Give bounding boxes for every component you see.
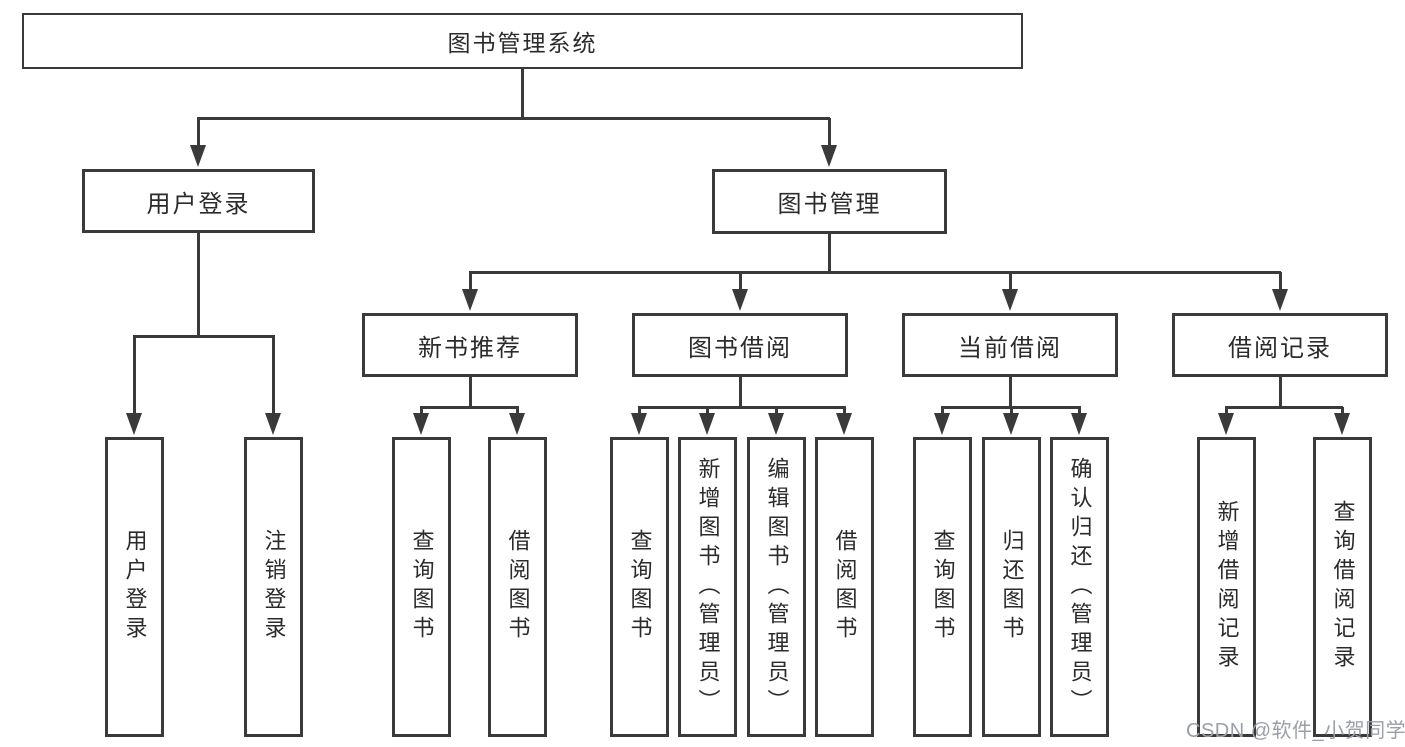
leaf-borrow-add-books-admin: 新增图书（管理员） bbox=[678, 437, 737, 737]
arrow-down-icon bbox=[126, 413, 142, 435]
node-book-borrow: 图书借阅 bbox=[632, 313, 848, 377]
arrow-down-icon bbox=[462, 289, 478, 311]
leaf-records-query-record: 查询借阅记录 bbox=[1313, 437, 1372, 737]
node-current-borrow: 当前借阅 bbox=[902, 313, 1118, 377]
leaf-logout: 注销登录 bbox=[244, 437, 303, 737]
connector-drop-module bbox=[469, 272, 472, 291]
connector-drop-book-management bbox=[828, 118, 831, 147]
connector-drop-leaf bbox=[420, 407, 423, 415]
arrow-down-icon bbox=[1002, 289, 1018, 311]
arrow-down-icon bbox=[1071, 413, 1087, 435]
leaf-borrow-edit-books-admin: 编辑图书（管理员） bbox=[747, 437, 806, 737]
connector-records-rail bbox=[1225, 406, 1343, 409]
node-user-login: 用户登录 bbox=[82, 169, 315, 233]
connector-recommend-stub bbox=[469, 376, 472, 407]
leaf-user-login: 用户登录 bbox=[105, 437, 164, 737]
arrow-down-icon bbox=[699, 413, 715, 435]
connector-drop-module bbox=[1009, 272, 1012, 291]
connector-drop-leaf bbox=[941, 407, 944, 415]
arrow-down-icon bbox=[836, 413, 852, 435]
leaf-recommend-query-books: 查询图书 bbox=[392, 437, 451, 737]
arrow-down-icon bbox=[1218, 413, 1234, 435]
connector-drop-leaf bbox=[638, 407, 641, 415]
node-borrow-records: 借阅记录 bbox=[1172, 313, 1388, 377]
connector-modules-rail bbox=[469, 271, 1281, 274]
connector-level2-rail bbox=[197, 117, 830, 120]
connector-borrow-rail bbox=[638, 406, 846, 409]
connector-login-stub bbox=[197, 232, 200, 336]
arrow-down-icon bbox=[631, 413, 647, 435]
connector-current-stub bbox=[1009, 376, 1012, 407]
connector-drop-module bbox=[739, 272, 742, 291]
connector-drop-module bbox=[1279, 272, 1282, 291]
connector-drop-leaf bbox=[843, 407, 846, 415]
connector-drop-user-login bbox=[197, 118, 200, 147]
leaf-borrow-query-books: 查询图书 bbox=[610, 437, 669, 737]
connector-management-stub bbox=[828, 234, 831, 272]
connector-drop-leaf bbox=[272, 336, 275, 415]
arrow-down-icon bbox=[190, 145, 206, 167]
arrow-down-icon bbox=[821, 145, 837, 167]
arrow-down-icon bbox=[413, 413, 429, 435]
connector-drop-leaf bbox=[516, 407, 519, 415]
leaf-current-return-books: 归还图书 bbox=[982, 437, 1041, 737]
node-new-book-recommend: 新书推荐 bbox=[362, 313, 578, 377]
connector-records-stub bbox=[1279, 376, 1282, 407]
arrow-down-icon bbox=[1003, 413, 1019, 435]
connector-login-rail bbox=[133, 335, 275, 338]
leaf-borrow-borrow-books: 借阅图书 bbox=[815, 437, 874, 737]
leaf-current-query-books: 查询图书 bbox=[913, 437, 972, 737]
node-root-library-system: 图书管理系统 bbox=[22, 13, 1023, 69]
connector-drop-leaf bbox=[1010, 407, 1013, 415]
arrow-down-icon bbox=[1272, 289, 1288, 311]
arrow-down-icon bbox=[732, 289, 748, 311]
connector-root-stub bbox=[521, 69, 524, 118]
arrow-down-icon bbox=[1334, 413, 1350, 435]
connector-drop-leaf bbox=[1225, 407, 1228, 415]
connector-recommend-rail bbox=[420, 406, 519, 409]
connector-drop-leaf bbox=[1341, 407, 1344, 415]
arrow-down-icon bbox=[265, 413, 281, 435]
node-book-management: 图书管理 bbox=[712, 169, 947, 234]
connector-borrow-stub bbox=[739, 376, 742, 407]
connector-drop-leaf bbox=[775, 407, 778, 415]
connector-drop-leaf bbox=[1078, 407, 1081, 415]
leaf-current-confirm-return-admin: 确认归还（管理员） bbox=[1050, 437, 1109, 737]
connector-drop-leaf bbox=[706, 407, 709, 415]
arrow-down-icon bbox=[509, 413, 525, 435]
connector-drop-leaf bbox=[133, 336, 136, 415]
leaf-records-add-record: 新增借阅记录 bbox=[1197, 437, 1256, 737]
arrow-down-icon bbox=[768, 413, 784, 435]
csdn-watermark: CSDN @软件_小贺同学 bbox=[1186, 720, 1405, 742]
leaf-recommend-borrow-books: 借阅图书 bbox=[488, 437, 547, 737]
arrow-down-icon bbox=[934, 413, 950, 435]
